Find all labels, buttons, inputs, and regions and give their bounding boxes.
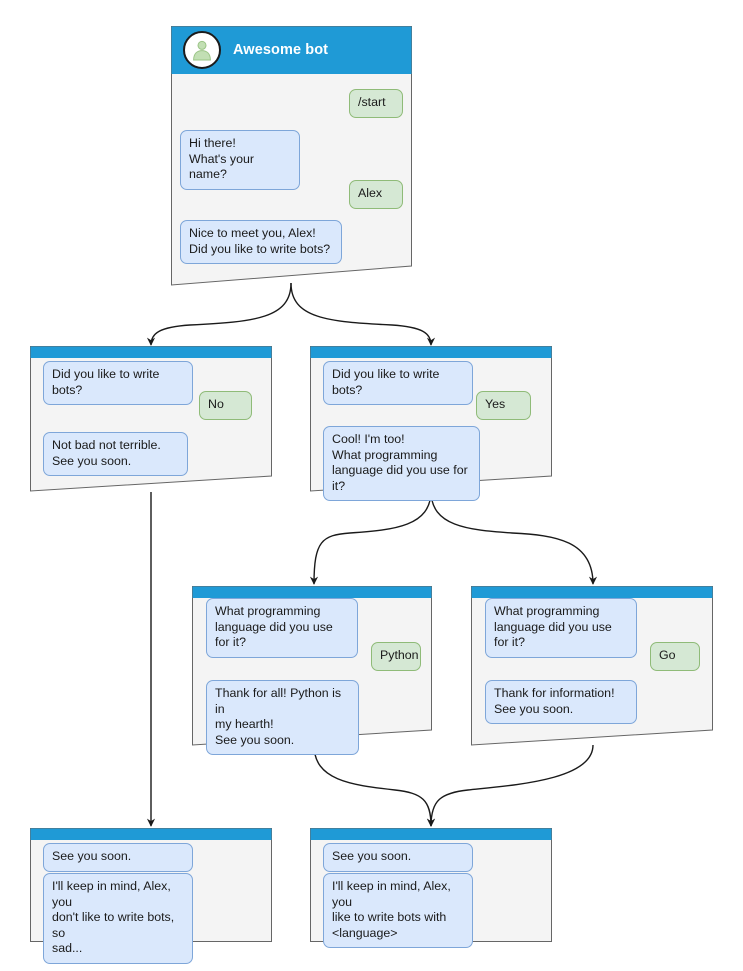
bubble-bot-not-bad: Not bad not terrible. See you soon. <box>43 432 188 477</box>
bubble-bot-question-yes: Did you like to write bots? <box>323 361 473 406</box>
bubble-bot-lang-question-go: What programming language did you use fo… <box>485 598 637 658</box>
node-start[interactable]: Awesome bot /start Hi there! What's your… <box>171 26 412 286</box>
node-start-title: Awesome bot <box>233 42 329 58</box>
bubble-bot-see-you-soon-sad: See you soon. <box>43 843 193 872</box>
bubble-bot-greeting: Hi there! What's your name? <box>180 130 300 190</box>
bubble-bot-see-you-soon-happy: See you soon. <box>323 843 473 872</box>
bubble-bot-thanks-python: Thank for all! Python is in my hearth! S… <box>206 680 359 756</box>
bubble-user-name: Alex <box>349 180 403 209</box>
node-lang-python-content: What programming language did you use fo… <box>192 586 432 756</box>
edge-start-to-yes <box>290 282 436 346</box>
node-answer-no[interactable]: Did you like to write bots? No Not bad n… <box>30 346 272 492</box>
node-answer-yes-content: Did you like to write bots? Yes Cool! I'… <box>310 346 552 502</box>
node-end-happy-content: See you soon. I'll keep in mind, Alex, y… <box>310 828 552 949</box>
bubble-user-no: No <box>199 391 252 420</box>
node-start-header: Awesome bot <box>171 26 412 74</box>
edge-start-to-no <box>146 282 292 346</box>
edge-python-to-end-happy <box>313 744 436 827</box>
bubble-bot-keep-in-mind-happy: I'll keep in mind, Alex, you like to wri… <box>323 873 473 949</box>
bubble-bot-question-no: Did you like to write bots? <box>43 361 193 406</box>
bubble-bot-keep-in-mind-sad: I'll keep in mind, Alex, you don't like … <box>43 873 193 964</box>
edge-yes-to-go <box>430 490 598 585</box>
node-end-sad[interactable]: See you soon. I'll keep in mind, Alex, y… <box>30 828 272 964</box>
node-end-happy[interactable]: See you soon. I'll keep in mind, Alex, y… <box>310 828 552 949</box>
node-answer-no-content: Did you like to write bots? No Not bad n… <box>30 346 272 492</box>
bubble-user-go: Go <box>650 642 700 671</box>
node-start-content: Awesome bot /start Hi there! What's your… <box>171 26 412 286</box>
edge-go-to-end-happy <box>426 744 594 827</box>
edge-yes-to-python <box>309 490 432 585</box>
node-lang-go[interactable]: What programming language did you use fo… <box>471 586 713 746</box>
node-end-sad-content: See you soon. I'll keep in mind, Alex, y… <box>30 828 272 964</box>
bubble-user-yes: Yes <box>476 391 531 420</box>
bubble-bot-nice-to-meet: Nice to meet you, Alex! Did you like to … <box>180 220 342 265</box>
bubble-bot-thanks-go: Thank for information! See you soon. <box>485 680 637 725</box>
node-answer-yes[interactable]: Did you like to write bots? Yes Cool! I'… <box>310 346 552 502</box>
bubble-bot-lang-question-python: What programming language did you use fo… <box>206 598 358 658</box>
node-lang-python[interactable]: What programming language did you use fo… <box>192 586 432 756</box>
node-lang-go-content: What programming language did you use fo… <box>471 586 713 746</box>
bubble-bot-cool-im-too: Cool! I'm too! What programming language… <box>323 426 480 502</box>
bubble-user-python: Python <box>371 642 421 671</box>
user-avatar-icon <box>183 31 221 69</box>
bubble-user-start: /start <box>349 89 403 118</box>
